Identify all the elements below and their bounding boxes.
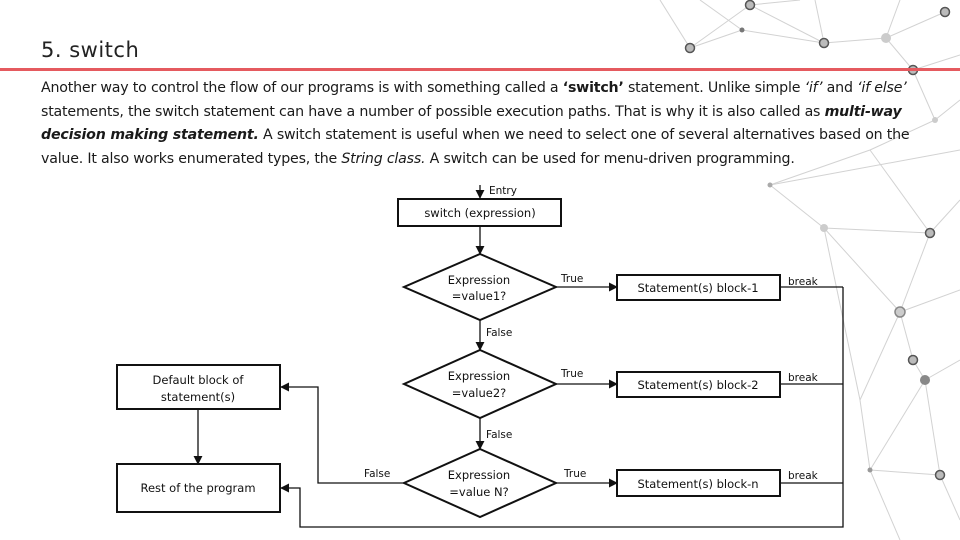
decision-value1	[401, 252, 559, 322]
intro-text-2: statement. Unlike simple	[623, 80, 805, 96]
intro-text-4: statements, the switch statement can hav…	[41, 103, 825, 120]
if-keyword: ‘if’	[804, 80, 823, 96]
d1-label-2: =value1?	[452, 289, 506, 303]
d1-label-1: Expression	[448, 273, 510, 287]
dn-false-to-default-arrow	[280, 382, 404, 484]
blockn-label: Statement(s) block-n	[637, 477, 758, 491]
switch-box-label: switch (expression)	[424, 206, 535, 220]
block1-label: Statement(s) block-1	[637, 281, 758, 295]
slide-title: 5. switch	[41, 38, 140, 62]
d1-false-label: False	[486, 327, 512, 339]
string-class-phrase: String class.	[341, 150, 426, 167]
entry-label: Entry	[489, 185, 517, 197]
if-else-keyword: ‘if else’	[857, 80, 907, 96]
d1-true-label: True	[560, 273, 583, 285]
d2-false-label: False	[486, 429, 512, 441]
dn-false-label: False	[364, 468, 390, 480]
title-underline	[0, 68, 960, 71]
intro-text-3: and	[822, 80, 858, 96]
block2-label: Statement(s) block-2	[637, 378, 758, 392]
d2-label-2: =value2?	[452, 386, 506, 400]
dn-label-2: =value N?	[449, 485, 508, 499]
dn-label-1: Expression	[448, 468, 510, 482]
decision-valueN	[401, 447, 559, 519]
break1-label: break	[788, 276, 819, 288]
default-label-2: statement(s)	[161, 390, 235, 404]
decision-value2	[401, 348, 559, 420]
break2-label: break	[788, 372, 819, 384]
intro-text-1: Another way to control the flow of our p…	[41, 80, 563, 96]
rest-label: Rest of the program	[140, 481, 255, 495]
switch-keyword: ‘switch’	[562, 80, 624, 96]
intro-paragraph: Another way to control the flow of our p…	[41, 77, 921, 171]
rest-program-box	[116, 463, 281, 513]
d2-true-label: True	[560, 368, 583, 380]
breakn-label: break	[788, 470, 819, 482]
multiway-phrase: multi-way decision making statement.	[41, 103, 902, 144]
d2-label-1: Expression	[448, 369, 510, 383]
default-label-1: Default block of	[153, 373, 245, 387]
intro-text-6: A switch can be used for menu-driven pro…	[425, 150, 795, 167]
dn-true-label: True	[563, 468, 586, 480]
intro-text-5: A switch statement is useful when we nee…	[41, 127, 910, 167]
break-return-path	[280, 287, 844, 528]
